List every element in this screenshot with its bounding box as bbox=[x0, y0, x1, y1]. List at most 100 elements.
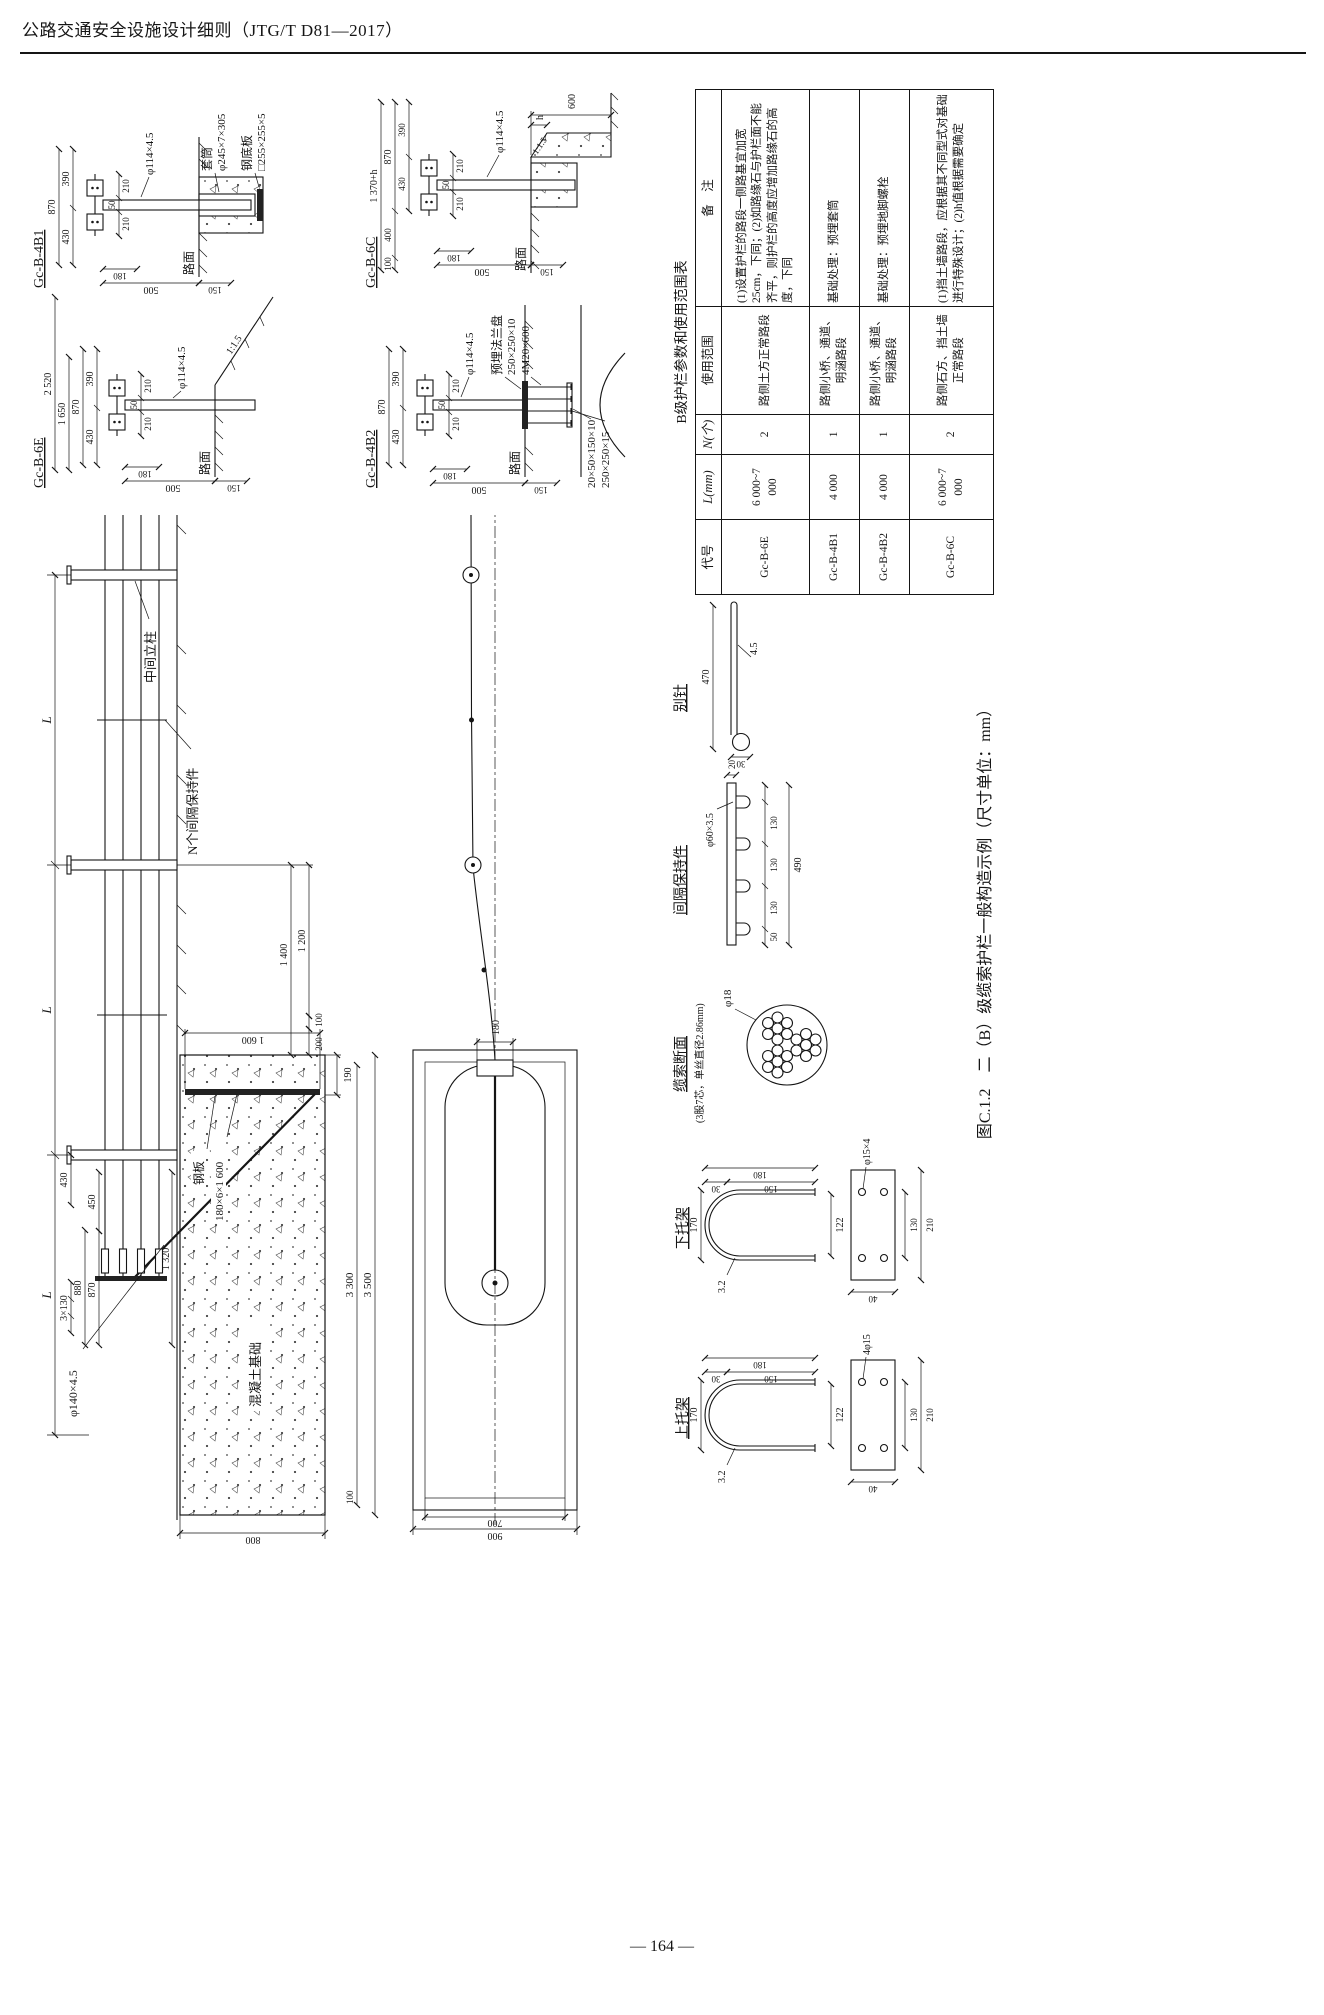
cell-length: 6 000~7 000 bbox=[721, 454, 810, 520]
part-cable-section: 缆索断面 (3股7芯，单丝直径2.86mm) φ18 bbox=[672, 989, 828, 1123]
sleeve-size: φ245×7×305 bbox=[216, 113, 228, 171]
base-plate-label: 钢底板 bbox=[239, 135, 254, 171]
dim-30: 30 bbox=[736, 759, 746, 769]
cell-count: 1 bbox=[809, 414, 860, 455]
cable-clamp bbox=[108, 379, 126, 397]
cable-fitting bbox=[118, 1248, 128, 1274]
dim-390: 390 bbox=[391, 372, 402, 387]
cable-fitting bbox=[100, 1248, 110, 1274]
post-section bbox=[102, 199, 252, 211]
bolt-hole bbox=[879, 1187, 889, 1197]
spacer-bar bbox=[726, 782, 737, 946]
post-size-label: φ114×4.5 bbox=[176, 346, 188, 389]
figure-drawing: L L L 3×130 430 880 870 450 1 320 800 1 … bbox=[32, 92, 935, 1545]
dim-span-L: L bbox=[39, 716, 54, 724]
table-title: B级护栏参数和使用范围表 bbox=[675, 260, 690, 424]
dim-3.2: 3.2 bbox=[717, 1281, 728, 1294]
mount-plate bbox=[850, 1359, 896, 1471]
dim-150: 150 bbox=[764, 1184, 778, 1194]
cell-code: Gc-B-4B2 bbox=[859, 519, 910, 595]
dim-880: 880 bbox=[73, 1281, 84, 1296]
detail-gc-b-4b1: Gc-B-4B1 870 430 390 210 50 210 路面 500 bbox=[32, 113, 268, 295]
dim-span-L: L bbox=[39, 1291, 54, 1299]
dim-180: 180 bbox=[138, 469, 152, 479]
dim-200: 200 bbox=[314, 1037, 324, 1051]
part-title: 下托架 bbox=[675, 1207, 691, 1249]
foundation-plan-outer bbox=[412, 1049, 578, 1511]
dim-430: 430 bbox=[59, 1173, 70, 1188]
dim-150: 150 bbox=[764, 1374, 778, 1384]
dim-430: 430 bbox=[85, 430, 96, 445]
dim-390: 390 bbox=[61, 172, 72, 187]
dim-700: 700 bbox=[488, 1517, 503, 1528]
table-row: Gc-B-4B2 4 000 1 路侧小桥、通道、明涵路段 基础处理：预埋地脚螺… bbox=[859, 89, 910, 595]
dim-210: 210 bbox=[451, 379, 461, 393]
guardrail-post bbox=[70, 1149, 178, 1161]
culvert-arch bbox=[599, 352, 626, 458]
cell-remark: 基础处理：预埋套筒 bbox=[809, 89, 860, 307]
plate-spec-b: 250×250×15 bbox=[600, 431, 612, 488]
mount-plate bbox=[850, 1169, 896, 1281]
dim-390: 390 bbox=[397, 123, 407, 137]
dim-2520: 2 520 bbox=[43, 373, 54, 396]
dim-3300: 3 300 bbox=[344, 1272, 356, 1297]
bolt-hole bbox=[857, 1377, 867, 1387]
dim-150: 150 bbox=[534, 485, 548, 495]
col-header-code: 代号 bbox=[695, 519, 722, 595]
dim-4.5: 4.5 bbox=[749, 643, 760, 656]
table-row: Gc-B-4B1 4 000 1 路侧小桥、通道、明涵路段 基础处理：预埋套筒 bbox=[809, 89, 860, 595]
dim-50: 50 bbox=[441, 180, 451, 190]
road-label: 路面 bbox=[507, 451, 522, 475]
dim-100: 100 bbox=[314, 1013, 324, 1027]
dim-210: 210 bbox=[925, 1408, 935, 1422]
dim-20: 20 bbox=[727, 760, 737, 770]
figure-caption: 图C.1.2 二（B）级缆索护栏一般构造示例（尺寸单位：mm） bbox=[977, 700, 994, 1140]
anchor-foundation-block bbox=[179, 1054, 326, 1516]
dim-1400: 1 400 bbox=[279, 944, 290, 967]
road-label: 路面 bbox=[197, 451, 212, 475]
cell-remark: (1)挡土墙路段，应根据其不同型式对基础进行特殊设计；(2)h值根据需要确定 bbox=[909, 89, 994, 307]
cell-count: 2 bbox=[909, 414, 994, 455]
cell-code: Gc-B-4B1 bbox=[809, 519, 860, 595]
dim-180: 180 bbox=[491, 1020, 502, 1035]
dim-390: 390 bbox=[85, 372, 96, 387]
plate-spec-a: 20×50×150×10 bbox=[586, 419, 598, 488]
dim-3x130: 3×130 bbox=[59, 1295, 70, 1321]
dim-1200: 1 200 bbox=[297, 930, 308, 953]
post-size-label: φ114×4.5 bbox=[494, 110, 506, 153]
cell-count: 1 bbox=[859, 414, 910, 455]
dim-1600: 1 600 bbox=[242, 1034, 265, 1045]
post-size-label: φ114×4.5 bbox=[144, 132, 156, 175]
anchor-rod-label: φ140×4.5 bbox=[66, 1370, 80, 1417]
dim-130: 130 bbox=[769, 816, 779, 830]
dim-500: 500 bbox=[166, 482, 181, 493]
dim-500: 500 bbox=[475, 266, 490, 277]
cell-remark: 基础处理：预埋地脚螺栓 bbox=[859, 89, 910, 307]
dim-150: 150 bbox=[208, 285, 222, 295]
dim-h: h bbox=[535, 115, 546, 120]
dim-870: 870 bbox=[383, 150, 394, 165]
flange-label: 预埋法兰盘 bbox=[489, 315, 504, 375]
cell-scope: 路侧石方、挡土墙正常路段 bbox=[909, 306, 994, 415]
dim-210: 210 bbox=[455, 159, 465, 173]
post-section bbox=[124, 399, 256, 411]
detail-gc-b-4b2: Gc-B-4B2 870 430 390 210 50 210 路面 bbox=[364, 305, 626, 495]
pin-tip bbox=[730, 601, 738, 606]
dim-430: 430 bbox=[391, 430, 402, 445]
dim-500: 500 bbox=[472, 484, 487, 495]
dim-1370h: 1 370+h bbox=[369, 169, 380, 202]
dim-150: 150 bbox=[227, 483, 241, 493]
dim-150: 150 bbox=[540, 267, 554, 277]
dim-phi18: φ18 bbox=[722, 989, 734, 1007]
cable-fitting bbox=[136, 1248, 146, 1274]
dim-50: 50 bbox=[437, 400, 447, 410]
dim-180: 180 bbox=[113, 271, 127, 281]
part-title: 别针 bbox=[673, 684, 689, 712]
anchor-steel-plate bbox=[185, 1089, 320, 1095]
dim-40: 40 bbox=[868, 1484, 878, 1494]
cell-length: 4 000 bbox=[859, 454, 910, 520]
cable-spec: (3股7芯，单丝直径2.86mm) bbox=[693, 1003, 706, 1123]
dim-50: 50 bbox=[107, 200, 117, 210]
dim-210: 210 bbox=[143, 417, 153, 431]
